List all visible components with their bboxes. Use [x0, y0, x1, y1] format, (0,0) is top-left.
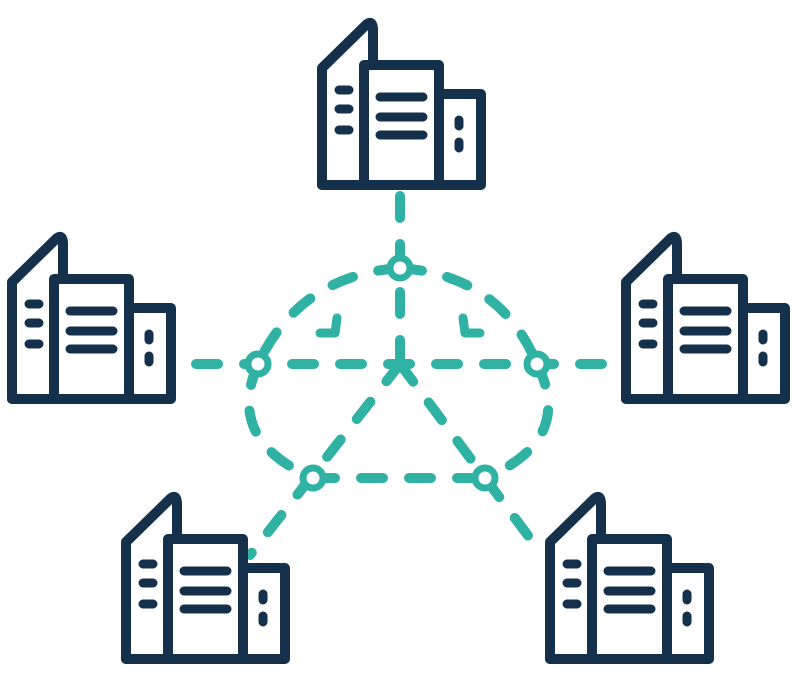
heart-tab-left	[315, 313, 342, 338]
arc-top-right	[395, 263, 542, 369]
building-left-icon	[12, 237, 171, 399]
arc-left	[244, 359, 318, 483]
building-top-icon	[322, 23, 481, 185]
network-node-icon	[299, 464, 327, 492]
network-links	[191, 191, 617, 560]
link-diag-right	[395, 359, 540, 550]
building-right-icon	[626, 237, 785, 399]
network-node-icon	[523, 350, 551, 378]
heart-tab-right	[458, 313, 485, 338]
link-diag-left	[245, 359, 405, 560]
arc-top-left	[253, 263, 405, 369]
building-bottom-right-icon	[550, 497, 709, 659]
network-node-icon	[244, 350, 272, 378]
network-node-icon	[386, 254, 414, 282]
network-node-icon	[471, 464, 499, 492]
arc-right	[480, 359, 554, 483]
building-bottom-left-icon	[126, 497, 285, 659]
